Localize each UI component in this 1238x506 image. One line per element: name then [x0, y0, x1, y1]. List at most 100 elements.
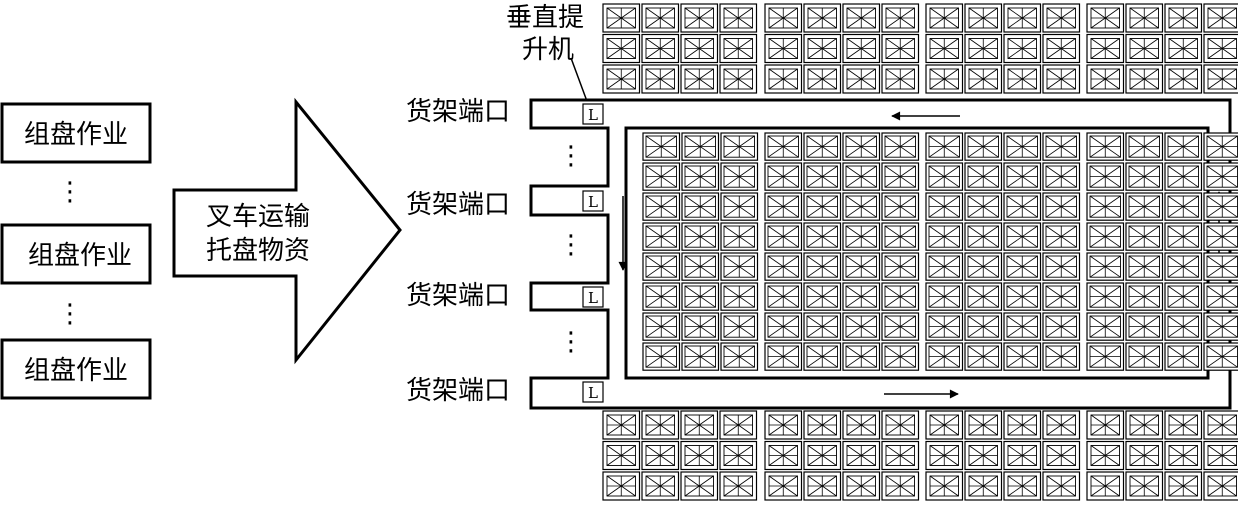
rack-middle-cell — [720, 132, 759, 161]
lift-box-3-label: L — [588, 289, 598, 307]
arrow-text-line1: 叉车运输 — [206, 202, 310, 232]
rack-middle-cell — [925, 252, 964, 281]
rack-middle-cell — [1086, 312, 1125, 341]
lift-label-line2: 升机 — [522, 35, 574, 65]
rack-bottom-cell — [1042, 440, 1081, 471]
rack-middle-cell — [925, 132, 964, 161]
rack-middle-cell — [681, 252, 720, 281]
rack-middle-cell — [764, 342, 803, 371]
rack-top-cell — [1042, 3, 1081, 33]
rack-bottom-cell — [764, 471, 803, 501]
rack-middle-cell — [964, 132, 1003, 161]
rack-bottom-cell — [680, 410, 719, 440]
rack-middle-cell — [1203, 342, 1238, 371]
rack-middle-cell — [1203, 192, 1238, 221]
rack-top-cell — [1125, 33, 1164, 64]
rack-middle-cell — [720, 222, 759, 251]
rack-top-cell — [764, 64, 803, 94]
rack-top-cell — [719, 64, 758, 94]
rack-top-cell — [602, 64, 641, 94]
rack-middle-cell — [642, 282, 681, 311]
rack-bottom-cell — [602, 410, 641, 440]
shelf-port-labels: 货架端口 货架端口 货架端口 货架端口 — [406, 97, 510, 406]
rack-middle-cell — [964, 342, 1003, 371]
rack-middle-cell — [964, 312, 1003, 341]
rack-middle-cell — [764, 132, 803, 161]
rack-middle-cell — [642, 252, 681, 281]
rack-middle-cell — [881, 252, 920, 281]
rack-middle-cell — [642, 192, 681, 221]
rack-middle-cell — [642, 312, 681, 341]
lift-label-line1: 垂直提 — [506, 3, 584, 33]
rack-top-cell — [842, 64, 881, 94]
rack-middle-cell — [803, 222, 842, 251]
rack-middle-cell — [964, 192, 1003, 221]
rack-top-cell — [881, 64, 920, 94]
rack-bottom-cell — [1003, 440, 1042, 471]
rack-middle-cell — [842, 162, 881, 191]
rack-middle-cell — [764, 162, 803, 191]
rack-bottom-cell — [925, 410, 964, 440]
rack-bottom-cell — [1003, 471, 1042, 501]
rack-top-cell — [1003, 64, 1042, 94]
rack-top-cell — [964, 3, 1003, 33]
rack-bottom-cell — [764, 410, 803, 440]
rack-top-cell — [1086, 33, 1125, 64]
rack-top-cell — [719, 3, 758, 33]
rack-top-cell — [1003, 33, 1042, 64]
rack-top-cell — [1203, 64, 1238, 94]
rack-top-cell — [842, 3, 881, 33]
rack-middle-cell — [1125, 192, 1164, 221]
rack-middle-cell — [803, 132, 842, 161]
rack-middle-cell — [1003, 132, 1042, 161]
rack-top-cell — [1203, 33, 1238, 64]
rack-top-cell — [925, 33, 964, 64]
rack-top-cell — [1003, 3, 1042, 33]
rack-top-cell — [881, 3, 920, 33]
rack-top-cell — [1164, 33, 1203, 64]
rack-top-cell — [1086, 3, 1125, 33]
rack-middle-cell — [881, 132, 920, 161]
rack-bottom-cell — [803, 471, 842, 501]
rack-middle-cell — [925, 222, 964, 251]
rack-middle-cell — [1042, 312, 1081, 341]
rack-bottom-cell — [964, 471, 1003, 501]
rack-middle-cell — [1164, 132, 1203, 161]
rack-middle-cell — [842, 312, 881, 341]
rack-middle-cell — [881, 312, 920, 341]
lift-box-4 — [582, 381, 604, 403]
rack-middle-cell — [1125, 342, 1164, 371]
palletizing-box-2 — [0, 223, 152, 285]
rack-middle-cell — [842, 222, 881, 251]
rack-middle-cell — [925, 192, 964, 221]
rack-bottom-cell — [641, 410, 680, 440]
lift-box-1 — [582, 103, 604, 125]
rack-top-cell — [964, 64, 1003, 94]
palletizing-box-3 — [0, 338, 152, 400]
rack-middle-cell — [681, 312, 720, 341]
rack-middle-cell — [1003, 342, 1042, 371]
rack-bottom-cell — [1042, 471, 1081, 501]
rack-middle-cell — [681, 162, 720, 191]
port-ellipsis-3: ⋮ — [558, 327, 584, 357]
rack-middle-cell — [1086, 162, 1125, 191]
rack-bottom-cell — [881, 440, 920, 471]
rack-top-cell — [1042, 33, 1081, 64]
rack-bottom-cell — [719, 410, 758, 440]
rack-bottom-cell — [842, 410, 881, 440]
rack-bottom-cell — [964, 410, 1003, 440]
rack-top-cell — [925, 64, 964, 94]
port-ellipsis-2: ⋮ — [558, 230, 584, 260]
rack-top-cell — [680, 3, 719, 33]
rack-bottom-cell — [881, 471, 920, 501]
lift-box-2-label: L — [588, 193, 598, 211]
rack-middle-cell — [842, 282, 881, 311]
rack-middle-area — [642, 132, 1238, 371]
lift-box-3 — [582, 286, 604, 308]
rack-middle-cell — [681, 342, 720, 371]
rack-middle-cell — [681, 192, 720, 221]
port-ellipsis-1: ⋮ — [558, 141, 584, 171]
rack-top-cell — [803, 64, 842, 94]
rack-middle-cell — [964, 282, 1003, 311]
arrow-text-line2: 托盘物资 — [206, 236, 310, 266]
